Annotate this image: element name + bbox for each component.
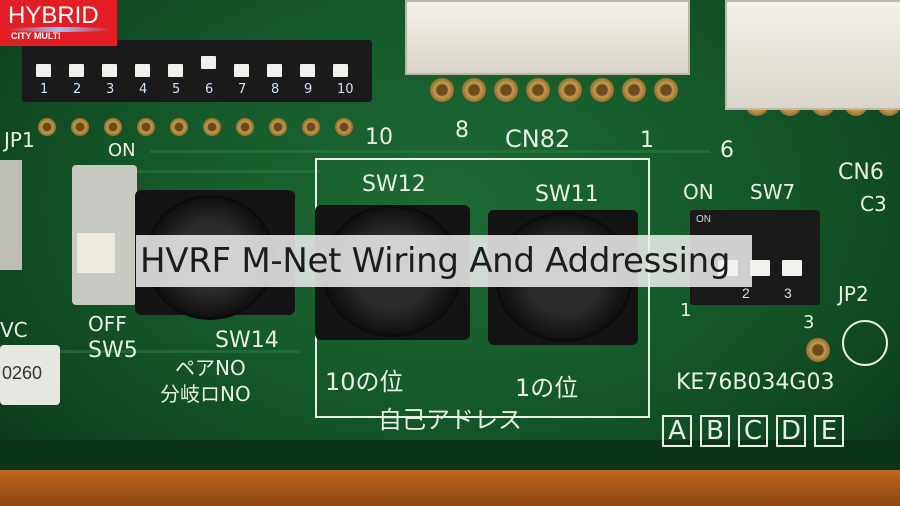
dip-number: 7 [238,82,247,97]
connector-pin [654,78,678,102]
dip-key[interactable] [201,56,216,69]
label-jp2-1: 1 [680,300,692,321]
connector-pin [558,78,582,102]
letter-box: A [662,415,692,447]
label-c3: C3 [860,192,887,216]
label-jp1: JP1 [4,128,35,152]
video-title: HVRF M-Net Wiring And Addressing [136,235,752,287]
label-cn6: CN6 [838,160,884,185]
connector-pin [526,78,550,102]
label-jp2-3: 3 [803,312,815,333]
dip-switch-10[interactable] [22,40,372,102]
dip-number: 3 [106,82,115,97]
dip-key[interactable] [36,64,51,77]
label-sw5: SW5 [88,338,138,363]
connector-pin [494,78,518,102]
letter-box: C [738,415,768,447]
letter-box: E [814,415,844,447]
solder-pad [170,118,188,136]
label-cn6-6: 6 [720,138,734,163]
label-ones: 1の位 [515,374,579,402]
label-sw7-on: ON [683,180,714,204]
label-10: 10 [365,125,393,150]
letter-box: B [700,415,730,447]
letter-box: D [776,415,806,447]
dip-number: 5 [172,82,181,97]
solder-pad [302,118,320,136]
dip-key[interactable] [69,64,84,77]
solder-pad [38,118,56,136]
dip-key[interactable] [267,64,282,77]
dip-number: 1 [40,82,49,97]
connector-pin [462,78,486,102]
solder-pad [104,118,122,136]
dip-number: 4 [139,82,148,97]
label-cn82-8: 8 [455,118,469,143]
hybrid-city-multi-logo: HYBRID CITY MULTI [0,0,117,46]
jp2-pad [806,338,830,362]
sw7-num-3: 3 [784,285,792,301]
dip-key[interactable] [300,64,315,77]
pb-free-mark [842,320,888,366]
label-part-no: KE76B034G03 [676,370,835,395]
connector-pin [590,78,614,102]
label-sw5-off: OFF [88,312,127,336]
component [0,160,22,270]
label-sw7: SW7 [750,180,796,204]
label-cn82-1: 1 [640,128,654,153]
label-tens: 10の位 [325,368,404,396]
dip-number: 2 [73,82,82,97]
sticker-text: 0260 [2,363,43,383]
dip-number: 9 [304,82,313,97]
connector-pin [430,78,454,102]
dip-key[interactable] [168,64,183,77]
dip-key[interactable] [102,64,117,77]
sw7-on-mark: ON [696,214,711,225]
label-sw11: SW11 [535,182,599,207]
logo-brand: HYBRID [8,2,99,29]
label-sw12: SW12 [362,172,426,197]
label-self-address: 自己アドレス [378,406,522,434]
label-pair-no: ペアNO [175,356,246,380]
solder-pad [71,118,89,136]
label-branch-no: 分岐ロNO [160,382,251,406]
logo-sub: CITY MULTI [11,31,61,41]
dip-key[interactable] [234,64,249,77]
cn6-connector [725,0,900,110]
orange-casing [0,466,900,506]
solder-pad [269,118,287,136]
label-vc: VC [0,318,28,342]
solder-pad [236,118,254,136]
sw7-num-2: 2 [742,285,750,301]
label-cn82: CN82 [505,125,571,153]
dip-number: 6 [205,82,214,97]
solder-pad [335,118,353,136]
solder-pad [137,118,155,136]
label-jp2: JP2 [838,282,869,306]
sticker: 0260 [0,345,60,405]
cn82-connector [405,0,690,75]
dip-key[interactable] [135,64,150,77]
dip-number: 10 [337,82,354,97]
sw5-slide-switch[interactable] [72,165,137,305]
dip-number: 8 [271,82,280,97]
label-sw14: SW14 [215,328,279,353]
solder-pad [203,118,221,136]
connector-pin [622,78,646,102]
label-sw5-on: ON [108,140,136,161]
dip-key[interactable] [333,64,348,77]
